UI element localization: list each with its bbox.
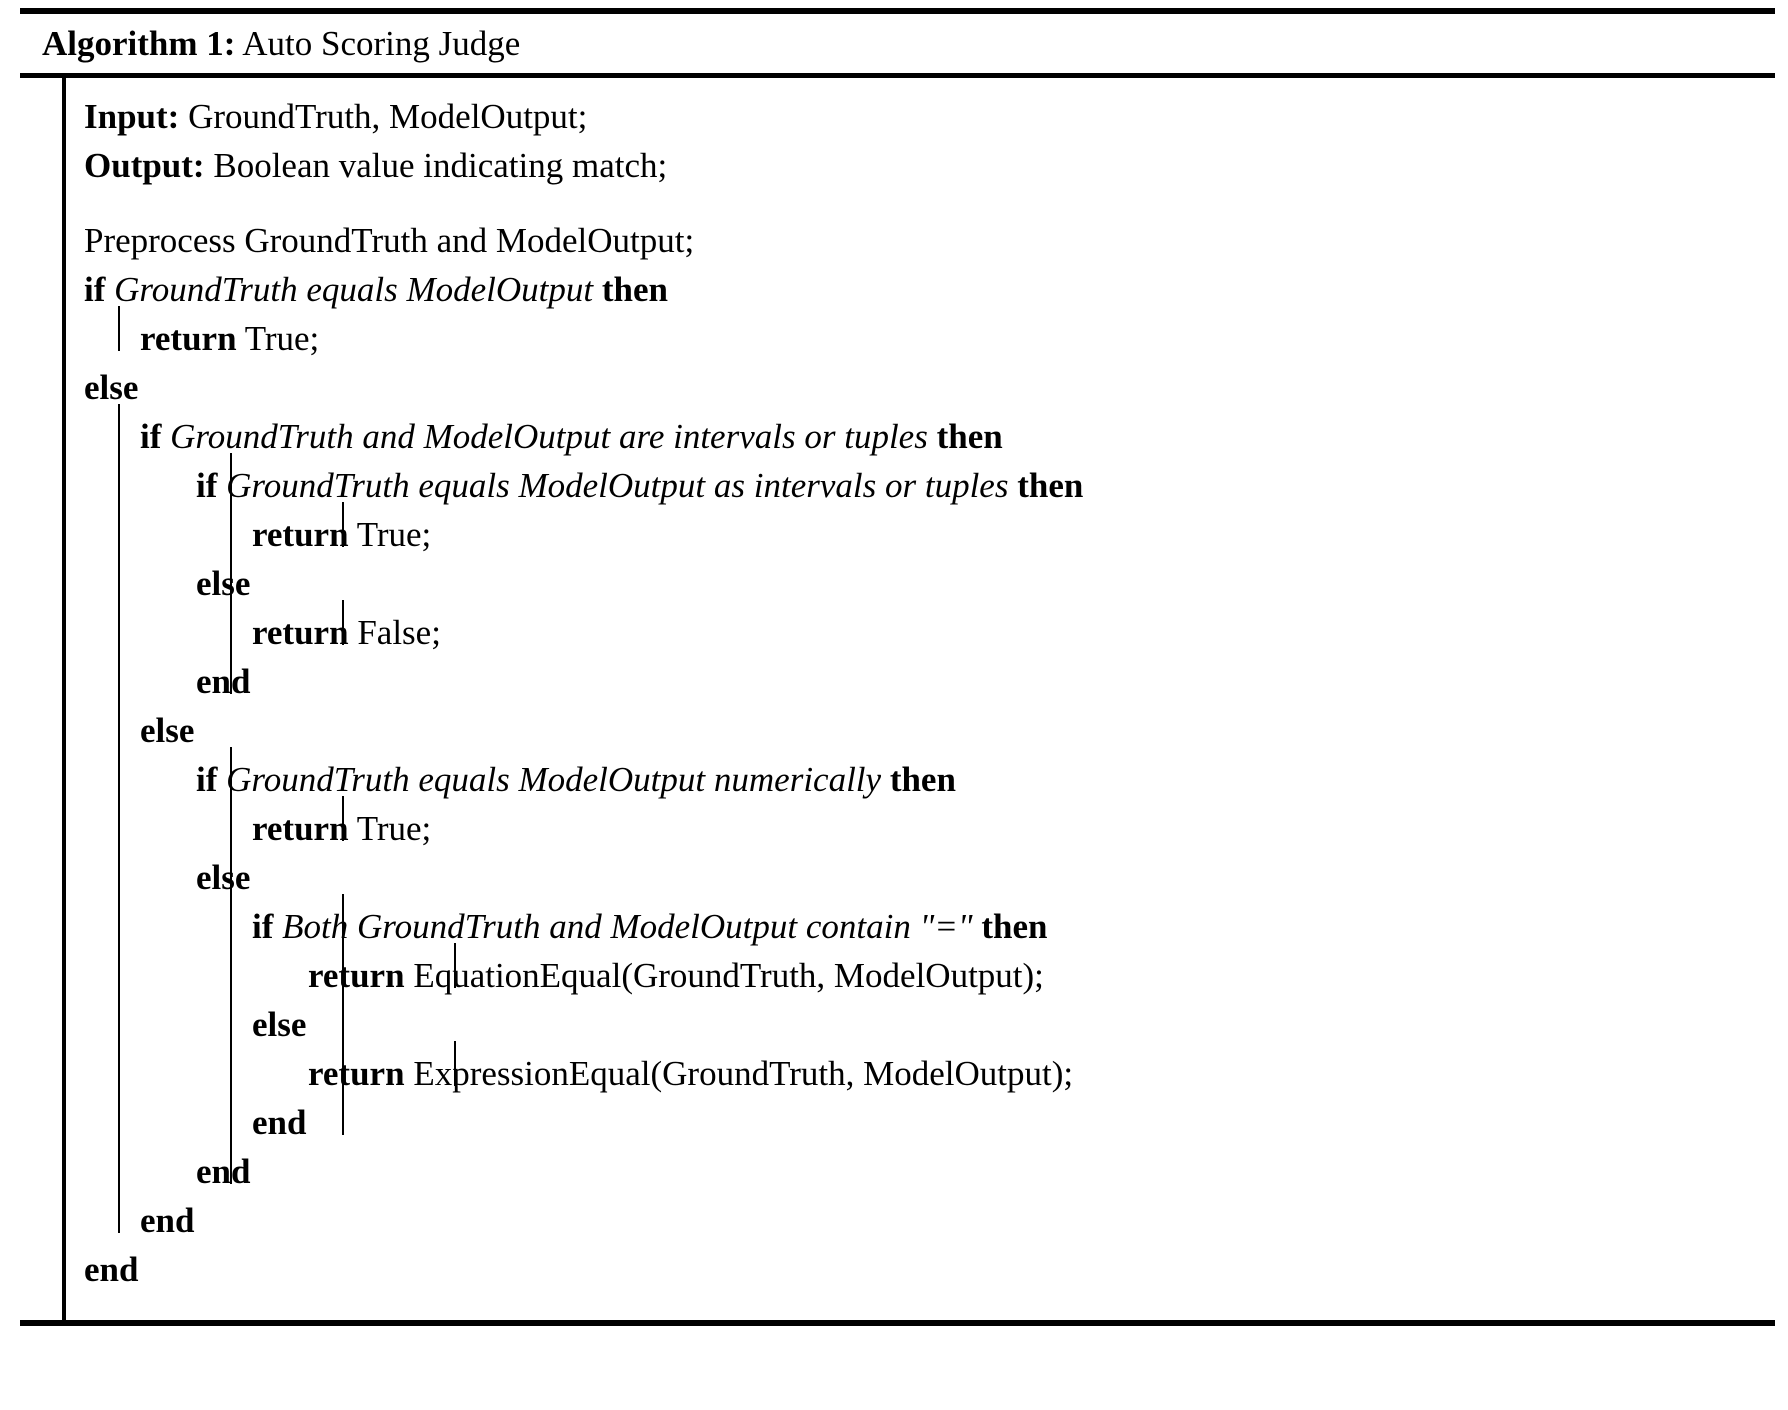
keyword: if bbox=[196, 466, 218, 505]
algorithm-line: end bbox=[178, 1147, 1775, 1196]
indent-guide-line bbox=[454, 1041, 456, 1086]
top-rule bbox=[20, 8, 1775, 14]
statement-value: ExpressionEqual(GroundTruth, ModelOutput… bbox=[413, 1054, 1074, 1093]
keyword: return bbox=[308, 956, 405, 995]
statement-text: Preprocess GroundTruth and ModelOutput; bbox=[84, 221, 695, 260]
algorithm-line: else bbox=[234, 1000, 1775, 1086]
condition: GroundTruth equals ModelOutput as interv… bbox=[226, 466, 1009, 505]
algorithm-line: if Both GroundTruth and ModelOutput cont… bbox=[234, 902, 1775, 988]
algorithm-line: else bbox=[178, 853, 1775, 1135]
keyword: else bbox=[196, 564, 251, 603]
indent-guide-line bbox=[118, 404, 120, 1233]
keyword: then bbox=[889, 760, 956, 799]
indent-guide-line bbox=[230, 747, 232, 1184]
statement-value: EquationEqual(GroundTruth, ModelOutput); bbox=[413, 956, 1044, 995]
algorithm-line: end bbox=[234, 1098, 1775, 1147]
output-line: Output: Boolean value indicating match; bbox=[66, 141, 1775, 190]
algorithm-line: if GroundTruth equals ModelOutput as int… bbox=[178, 461, 1775, 547]
indent-guide-line bbox=[230, 453, 232, 694]
algorithm-line: end bbox=[122, 1196, 1775, 1245]
caption-rule bbox=[20, 73, 1775, 78]
indent-guide-line bbox=[454, 943, 456, 988]
keyword: return bbox=[252, 515, 349, 554]
keyword: end bbox=[252, 1103, 307, 1142]
algorithm-line: else bbox=[178, 559, 1775, 645]
indent-guide-line bbox=[342, 796, 344, 841]
statement-value: True; bbox=[356, 515, 432, 554]
output-label: Output: bbox=[84, 146, 205, 185]
algorithm-caption: Algorithm 1: Auto Scoring Judge bbox=[20, 14, 1775, 73]
algorithm-line: return True; bbox=[234, 804, 1775, 853]
output-value: Boolean value indicating match; bbox=[213, 146, 668, 185]
algorithm-line: return EquationEqual(GroundTruth, ModelO… bbox=[290, 951, 1775, 1000]
algorithm-line: if GroundTruth equals ModelOutput numeri… bbox=[178, 755, 1775, 841]
keyword: then bbox=[981, 907, 1048, 946]
algorithm-line: if GroundTruth equals ModelOutput then bbox=[66, 265, 1775, 351]
keyword: return bbox=[252, 809, 349, 848]
algorithm-statements: Preprocess GroundTruth and ModelOutput; i… bbox=[66, 216, 1775, 1294]
keyword: if bbox=[252, 907, 274, 946]
keyword: if bbox=[84, 270, 106, 309]
keyword: return bbox=[252, 613, 349, 652]
statement-value: False; bbox=[357, 613, 441, 652]
keyword: then bbox=[1017, 466, 1084, 505]
algorithm-line: if GroundTruth and ModelOutput are inter… bbox=[122, 412, 1775, 694]
indent-guide-line bbox=[342, 502, 344, 547]
statement-value: True; bbox=[244, 319, 320, 358]
algorithm-line: return True; bbox=[234, 510, 1775, 559]
keyword: end bbox=[140, 1201, 195, 1240]
condition: Both GroundTruth and ModelOutput contain… bbox=[282, 907, 973, 946]
statement-value: True; bbox=[356, 809, 432, 848]
algorithm-line: return False; bbox=[234, 608, 1775, 657]
keyword: else bbox=[84, 368, 139, 407]
algorithm-block: Algorithm 1: Auto Scoring Judge Input: G… bbox=[20, 8, 1775, 1326]
keyword: return bbox=[140, 319, 237, 358]
caption-label: Algorithm 1: bbox=[42, 24, 236, 63]
algorithm-line: end bbox=[178, 657, 1775, 706]
indent-guide-line bbox=[342, 600, 344, 645]
algorithm-line: Preprocess GroundTruth and ModelOutput; bbox=[66, 216, 1775, 265]
algorithm-line: return ExpressionEqual(GroundTruth, Mode… bbox=[290, 1049, 1775, 1098]
keyword: end bbox=[84, 1250, 139, 1289]
keyword: if bbox=[196, 760, 218, 799]
condition: GroundTruth equals ModelOutput numerical… bbox=[226, 760, 882, 799]
keyword: if bbox=[140, 417, 162, 456]
condition: GroundTruth and ModelOutput are interval… bbox=[170, 417, 928, 456]
input-line: Input: GroundTruth, ModelOutput; bbox=[66, 92, 1775, 141]
indent-guide-line bbox=[118, 306, 120, 351]
keyword: else bbox=[140, 711, 195, 750]
keyword: else bbox=[252, 1005, 307, 1044]
algorithm-line: end bbox=[66, 1245, 1775, 1294]
algorithm-line: return True; bbox=[122, 314, 1775, 363]
keyword: end bbox=[196, 1152, 251, 1191]
caption-title: Auto Scoring Judge bbox=[242, 24, 521, 63]
keyword: end bbox=[196, 662, 251, 701]
condition: GroundTruth equals ModelOutput bbox=[114, 270, 594, 309]
input-value: GroundTruth, ModelOutput; bbox=[188, 97, 588, 136]
bottom-rule bbox=[20, 1320, 1775, 1326]
input-label: Input: bbox=[84, 97, 180, 136]
keyword: then bbox=[936, 417, 1003, 456]
algorithm-line: else bbox=[122, 706, 1775, 1184]
keyword: then bbox=[601, 270, 669, 309]
algorithm-body: Input: GroundTruth, ModelOutput; Output:… bbox=[62, 78, 1775, 1320]
keyword: return bbox=[308, 1054, 405, 1093]
keyword: else bbox=[196, 858, 251, 897]
algorithm-line: else bbox=[66, 363, 1775, 1233]
indent-guide-line bbox=[342, 894, 344, 1135]
